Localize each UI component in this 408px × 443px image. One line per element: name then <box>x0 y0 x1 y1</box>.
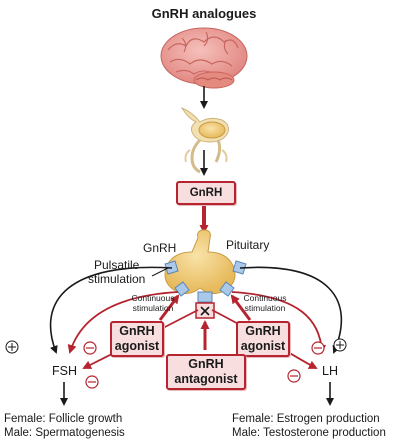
continuous-left-line-1: Continuous <box>131 293 175 303</box>
continuous-stimulation-right: Continuous stimulation <box>236 293 294 313</box>
gnrh-agonist-left-box: GnRH agonist <box>110 321 164 357</box>
brain-icon <box>160 27 248 89</box>
antagonist-line-2: antagonist <box>174 372 238 386</box>
antagonist-block-icon <box>195 302 215 319</box>
female-lh-outcome: Female: Estrogen production <box>232 413 380 425</box>
female-fsh-outcome: Female: Follicle growth <box>4 413 123 425</box>
hypothalamus-icon <box>180 106 229 174</box>
pituitary-label: Pituitary <box>226 238 270 252</box>
fsh-outcome: Female: Follicle growth Male: Spermatoge… <box>4 412 125 440</box>
gnrh-box: GnRH <box>176 181 236 205</box>
arrow-agonist-right <box>230 294 252 321</box>
continuous-right-line-2: stimulation <box>244 303 286 313</box>
agonist-right-line-1: GnRH <box>245 324 281 338</box>
continuous-stimulation-left: Continuous stimulation <box>124 293 182 313</box>
gnrh-small-label: GnRH <box>143 241 177 255</box>
lh-outcome: Female: Estrogen production Male: Testos… <box>232 412 386 440</box>
agonist-left-line-2: agonist <box>114 339 160 353</box>
male-lh-outcome: Male: Testosterone production <box>232 427 386 439</box>
agonist-left-line-1: GnRH <box>119 324 155 338</box>
pulsatile-stimulation-label: Pulsatile stimulation <box>88 258 145 286</box>
arrow-inhibit-fsh-1 <box>67 291 179 354</box>
gnrh-box-label: GnRH <box>189 186 223 199</box>
receptor-block-icon <box>164 260 247 303</box>
gnrh-agonist-right-box: GnRH agonist <box>236 321 290 357</box>
agonist-right-line-2: agonist <box>240 339 286 353</box>
pulsatile-line-2: stimulation <box>88 272 146 286</box>
plus-sign-icon <box>5 338 347 354</box>
male-fsh-outcome: Male: Spermatogenesis <box>4 427 125 439</box>
page-title: GnRH analogues <box>151 6 257 21</box>
arrow-agonist-left <box>158 294 180 321</box>
arrow-pulsatile-to-fsh <box>49 266 173 354</box>
pulsatile-line-1: Pulsatile <box>94 258 140 272</box>
lh-label: LH <box>322 364 338 378</box>
arrow-inhibit-lh-1 <box>231 291 327 354</box>
continuous-left-line-2: stimulation <box>132 303 174 313</box>
minus-sign-icon <box>83 341 325 389</box>
antagonist-line-1: GnRH <box>188 357 224 371</box>
continuous-right-line-1: Continuous <box>243 293 287 303</box>
fsh-label: FSH <box>52 364 77 378</box>
arrow-pulsatile-to-lh <box>239 266 343 354</box>
gnrh-antagonist-box: GnRH antagonist <box>166 354 246 390</box>
pulsatile-leader-line <box>151 267 169 277</box>
